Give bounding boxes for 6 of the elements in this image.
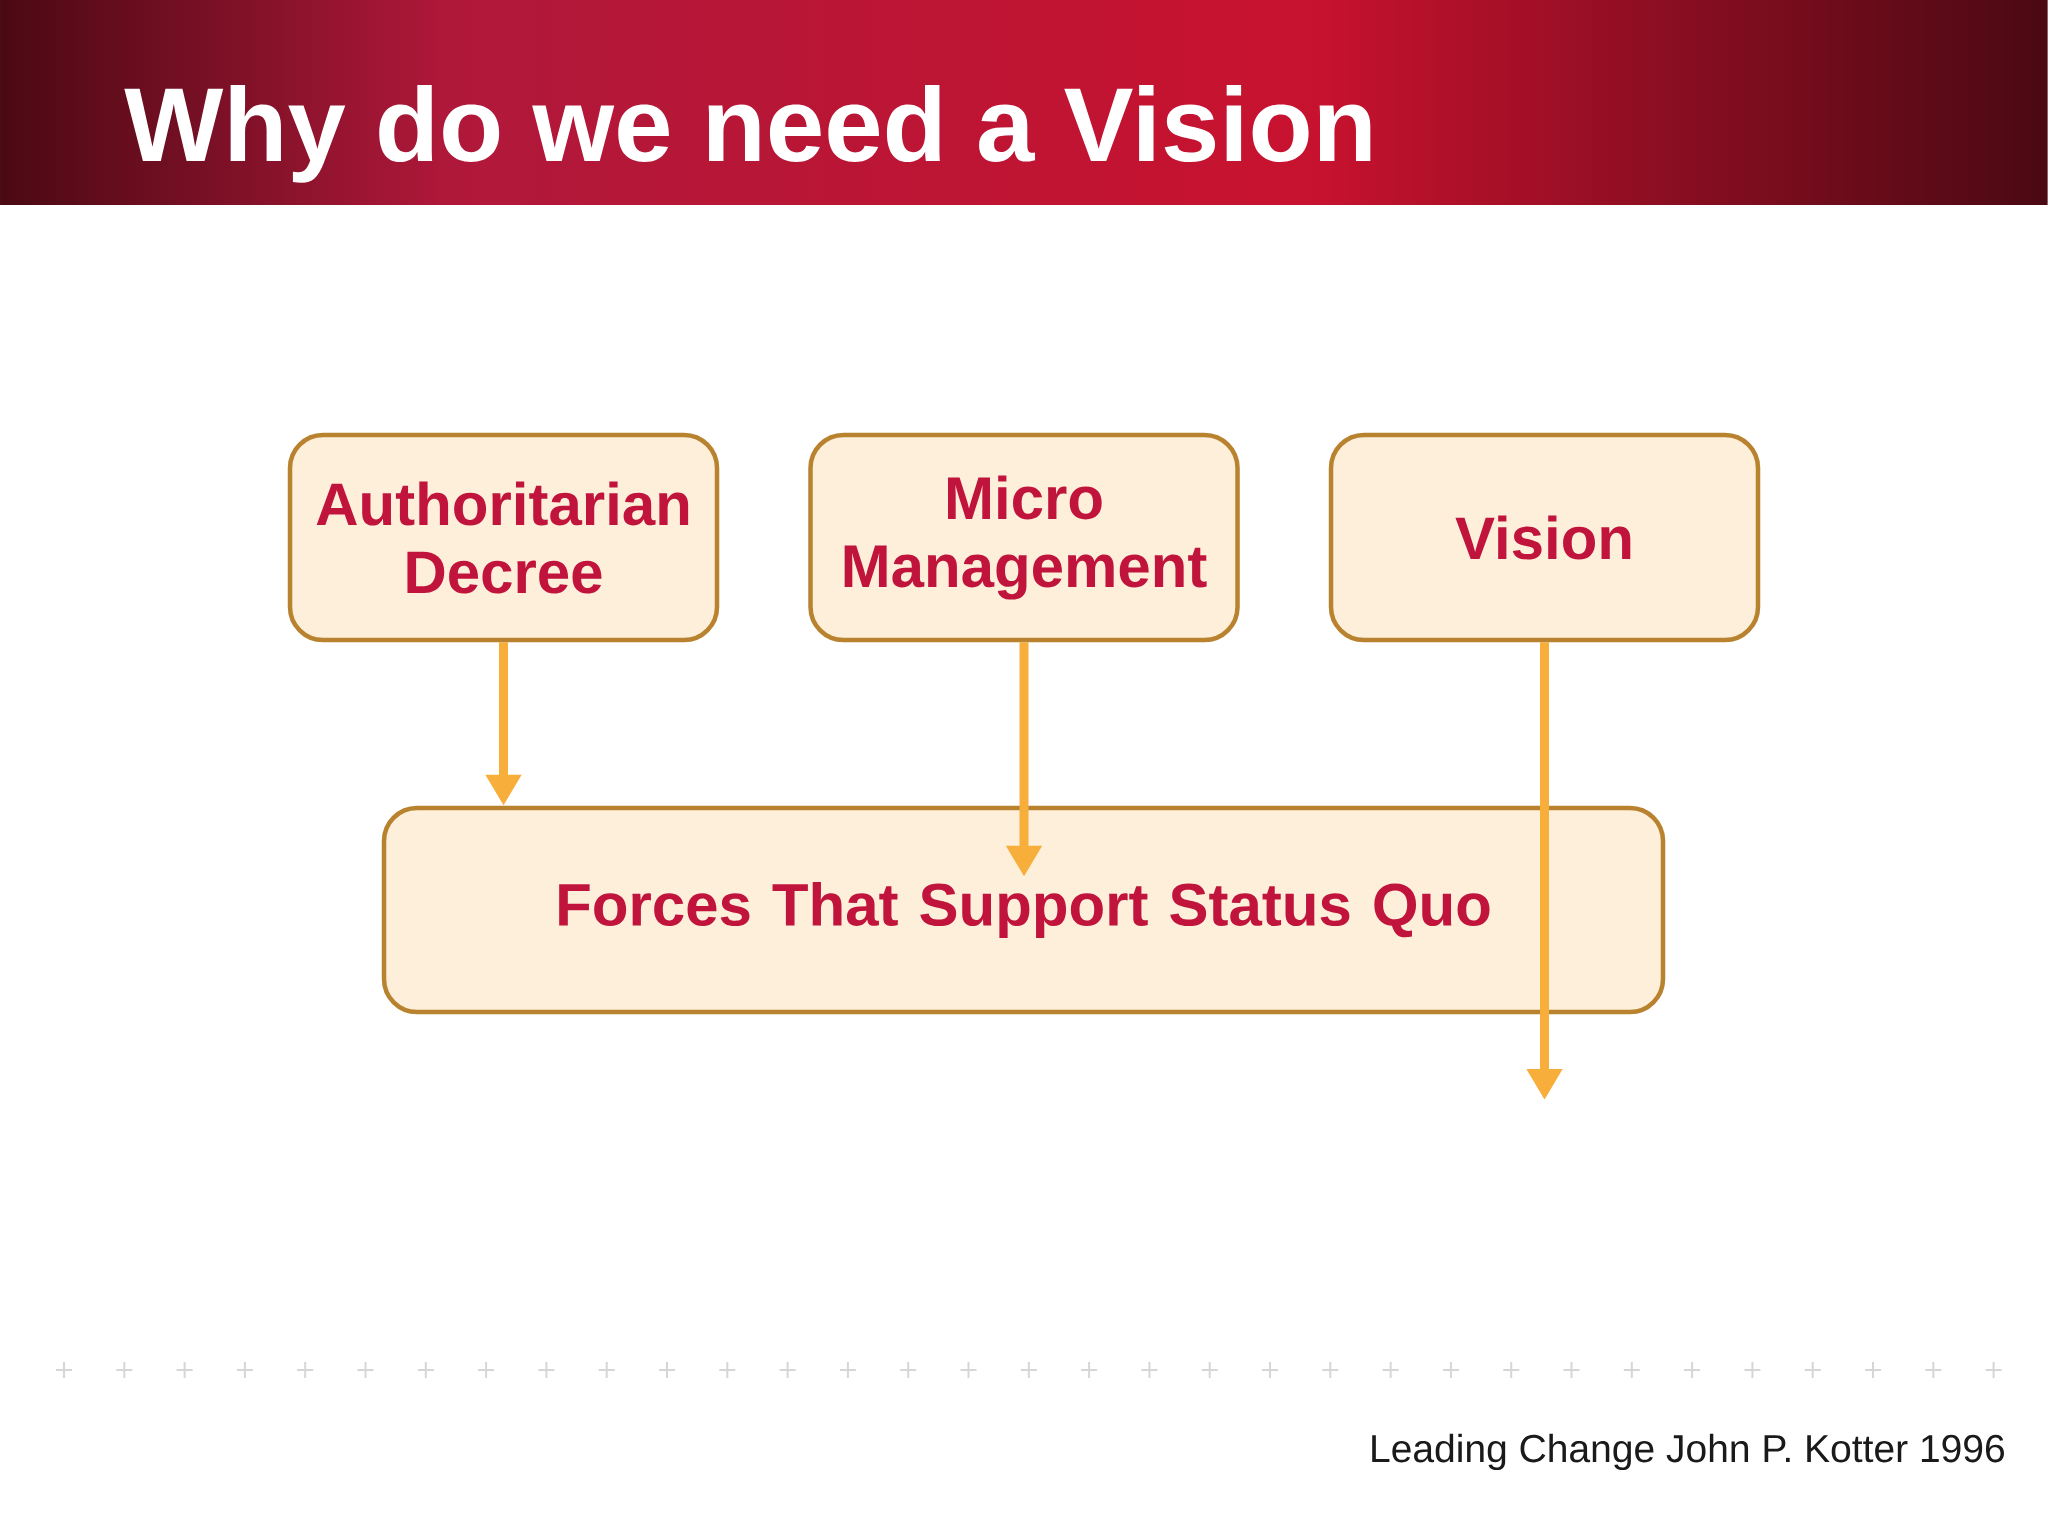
title: Why do we need a Vision — [124, 84, 1371, 183]
source-note: Leading Change John P. Kotter 1996 — [1372, 1433, 2004, 1471]
process-box: Forces That Support Status Quo — [381, 805, 1666, 1015]
process-box: Authoritarian Decree — [287, 432, 720, 643]
process-box: Micro Management — [808, 432, 1240, 643]
process-box: Vision — [1328, 432, 1761, 643]
